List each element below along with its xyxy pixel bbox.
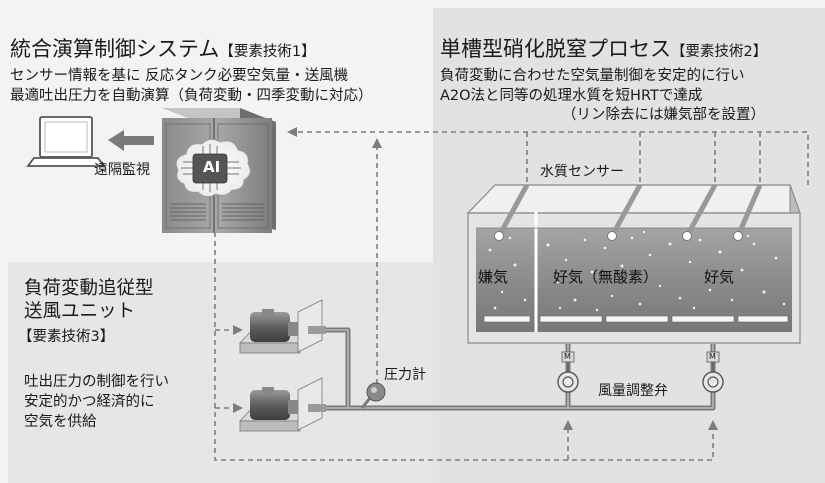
blower-panel bbox=[8, 262, 433, 483]
blower-icon bbox=[239, 377, 326, 432]
system-title-text: 統合演算制御システム bbox=[10, 37, 220, 61]
ai-label: AI bbox=[203, 158, 221, 176]
control-server-icon bbox=[162, 108, 276, 233]
system-desc-line-1: センサー情報を基に 反応タンク必要空気量・送風機 bbox=[10, 68, 349, 84]
process-desc-line-1: 負荷変動に合わせた空気量制御を安定的に行い bbox=[440, 68, 745, 84]
tank-water bbox=[476, 228, 792, 332]
process-desc-line-3: （リン除去には嫌気部を設置） bbox=[562, 107, 765, 123]
signal-arrowheads bbox=[233, 127, 718, 430]
flow-valve-icon bbox=[702, 351, 724, 393]
system-title: 統合演算制御システム【要素技術1】 bbox=[10, 38, 316, 60]
arrowhead-top-left bbox=[287, 127, 297, 137]
remote-arrow bbox=[108, 130, 154, 151]
process-title: 単槽型硝化脱窒プロセス【要素技術2】 bbox=[440, 38, 767, 60]
arrowhead-blower-2 bbox=[233, 403, 243, 413]
tank-zone-aerobic: 好気 bbox=[704, 268, 735, 286]
diffusers bbox=[483, 315, 789, 323]
process-tag: 【要素技術2】 bbox=[671, 44, 768, 60]
system-tag: 【要素技術1】 bbox=[219, 44, 316, 60]
blower-title-line-2: 送風ユニット bbox=[24, 301, 136, 322]
blower-tag: 【要素技術3】 bbox=[18, 329, 115, 345]
arrowhead-valve-right-up bbox=[708, 420, 718, 430]
water-quality-sensors bbox=[494, 183, 763, 241]
tank-zone-anaerobic: 嫌気 bbox=[478, 268, 509, 286]
system-desc-line-2: 最適吐出圧力を自動演算（負荷変動・四季変動に対応） bbox=[10, 88, 373, 104]
air-bubbles bbox=[488, 230, 786, 312]
arrowhead-blower-1 bbox=[233, 325, 243, 335]
process-desc-line-2: A2O法と同等の処理水質を短HRTで達成 bbox=[440, 88, 703, 104]
arrowhead-valve-left-up bbox=[563, 420, 573, 430]
pressure-gauge-label: 圧力計 bbox=[384, 367, 426, 383]
pressure-gauge-icon bbox=[360, 382, 386, 409]
valve-motor-mark: M bbox=[709, 352, 716, 361]
valve-motor-mark: M bbox=[564, 352, 571, 361]
signal-line-bottom bbox=[214, 232, 714, 461]
blower-desc-line-2: 安定的かつ経済的に bbox=[24, 394, 155, 410]
water-sensor-label: 水質センサー bbox=[540, 164, 624, 180]
laptop-icon bbox=[26, 116, 106, 167]
tank-zone-aerobic-anoxic: 好気（無酸素） bbox=[553, 268, 659, 286]
flow-valve-icon bbox=[557, 351, 579, 393]
blower-icon bbox=[239, 299, 326, 354]
arrowhead-gauge-up bbox=[372, 138, 382, 148]
flow-valve-label: 風量調整弁 bbox=[598, 383, 668, 399]
reaction-tank bbox=[466, 183, 801, 344]
blower-desc-line-1: 吐出圧力の制御を行い bbox=[24, 374, 169, 390]
blower-title-line-1: 負荷変動追従型 bbox=[24, 278, 154, 299]
blower-desc-line-3: 空気を供給 bbox=[24, 414, 97, 430]
process-title-text: 単槽型硝化脱窒プロセス bbox=[440, 37, 671, 61]
signal-line-top bbox=[293, 131, 809, 185]
remote-monitoring-label: 遠隔監視 bbox=[94, 162, 150, 178]
